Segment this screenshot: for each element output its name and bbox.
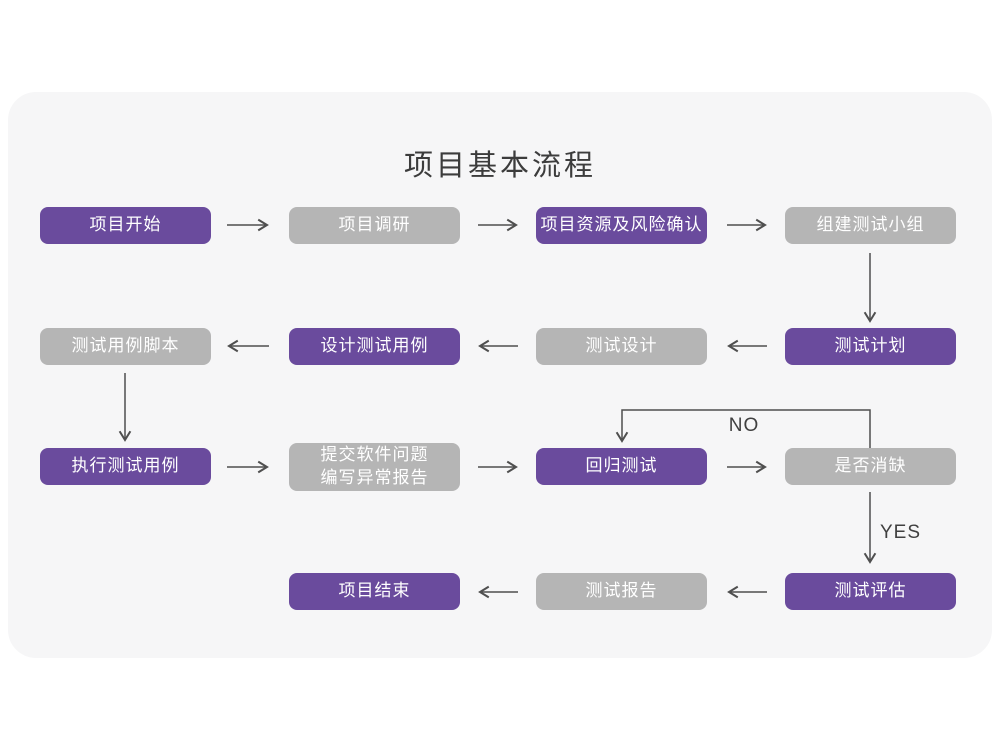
diagram-title: 项目基本流程: [403, 150, 596, 182]
node-test-case-script: 测试用例脚本: [40, 328, 211, 365]
node-project-start: 项目开始: [40, 207, 211, 244]
node-label: 测试计划: [834, 336, 907, 356]
node-label: 提交软件问题 编写异常报告: [320, 445, 429, 487]
node-defect-resolved: 是否消缺: [785, 448, 956, 485]
node-label: 组建测试小组: [816, 215, 925, 235]
node-project-survey: 项目调研: [289, 207, 460, 244]
node-label: 是否消缺: [834, 456, 907, 476]
node-design-test-case: 设计测试用例: [289, 328, 460, 365]
edge-label-no: NO: [728, 415, 760, 436]
node-resource-risk-confirm: 项目资源及风险确认: [536, 207, 707, 244]
node-label: 测试报告: [585, 581, 658, 601]
node-form-test-team: 组建测试小组: [785, 207, 956, 244]
node-label: 项目资源及风险确认: [540, 215, 703, 235]
node-test-report: 测试报告: [536, 573, 707, 610]
node-submit-issue-report: 提交软件问题 编写异常报告: [289, 443, 460, 491]
node-label: 测试评估: [834, 581, 907, 601]
node-label: 测试设计: [585, 336, 658, 356]
node-test-plan: 测试计划: [785, 328, 956, 365]
node-label: 回归测试: [585, 456, 658, 476]
flowchart-card: 项目基本流程: [8, 92, 992, 658]
node-label: 项目调研: [338, 215, 411, 235]
node-test-design: 测试设计: [536, 328, 707, 365]
node-label: 设计测试用例: [320, 336, 429, 356]
node-execute-test-case: 执行测试用例: [40, 448, 211, 485]
node-label: 测试用例脚本: [71, 336, 180, 356]
node-label: 项目结束: [338, 581, 411, 601]
edge-label-yes: YES: [880, 522, 922, 543]
node-label: 项目开始: [89, 215, 162, 235]
node-label: 执行测试用例: [71, 456, 180, 476]
node-project-end: 项目结束: [289, 573, 460, 610]
node-test-evaluation: 测试评估: [785, 573, 956, 610]
node-regression-test: 回归测试: [536, 448, 707, 485]
